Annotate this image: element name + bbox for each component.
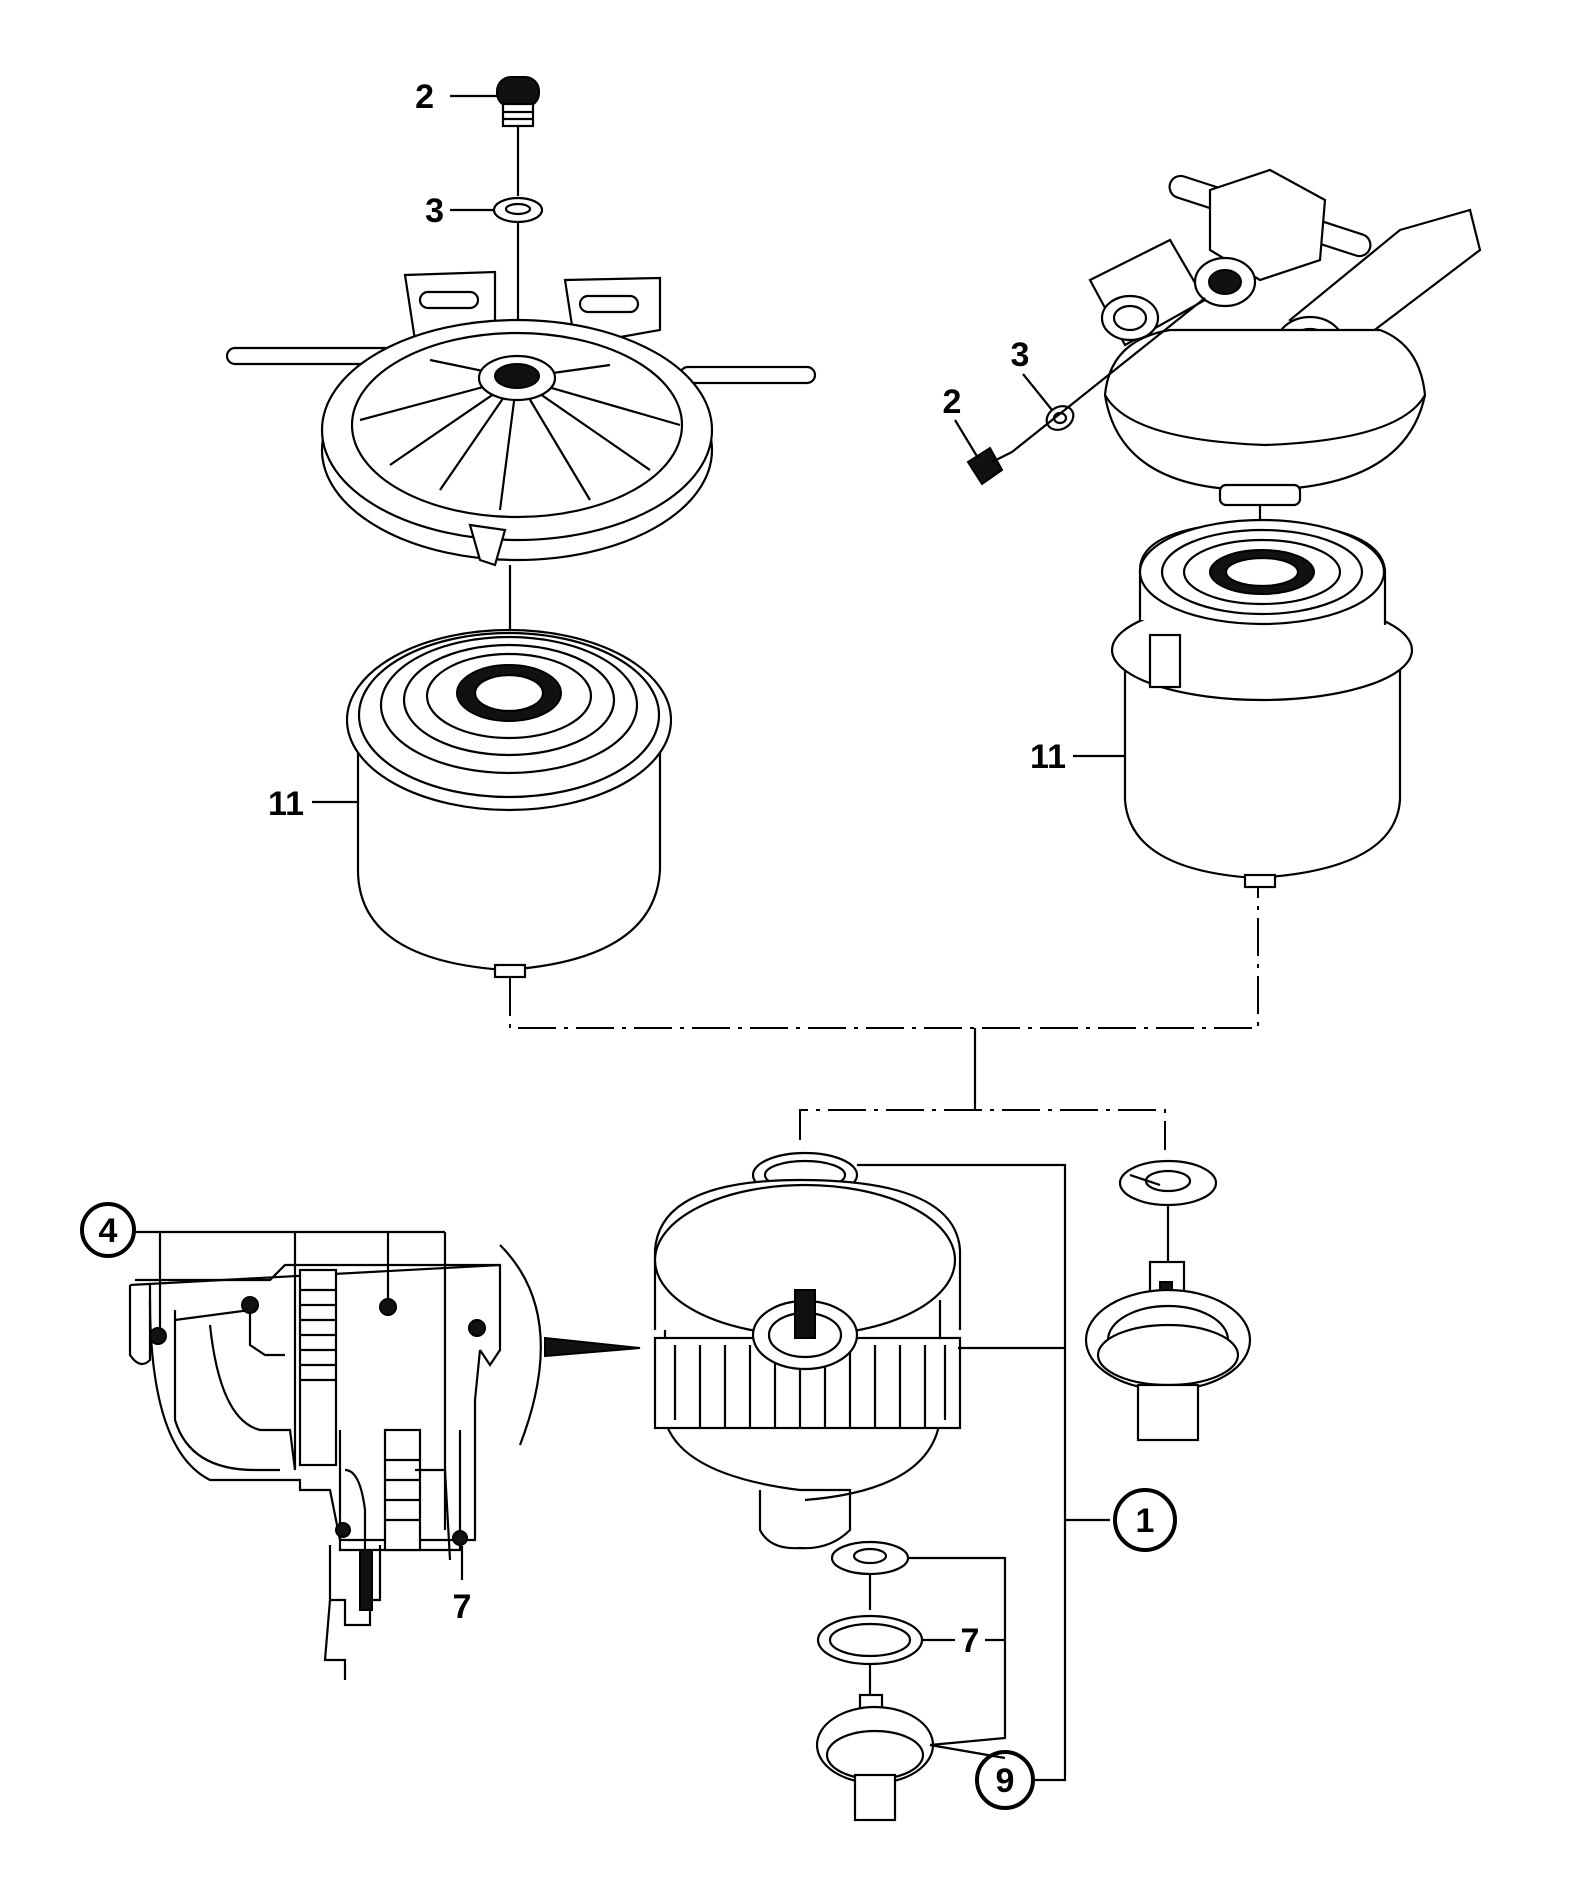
bowl-section-view <box>128 1263 502 1680</box>
callout-circle-1 <box>1113 1488 1177 1552</box>
callout-circle-9 <box>975 1750 1035 1810</box>
assembly-connector-lines <box>509 888 1259 1150</box>
callout-9: 9 <box>996 1762 1015 1800</box>
drain-washer-lower <box>830 1540 910 1576</box>
callout-3-right: 3 <box>1011 336 1030 374</box>
detail-arrow <box>544 1336 641 1358</box>
callout-11-right: 11 <box>1030 738 1066 776</box>
filter-cartridge-right <box>1110 518 1414 889</box>
filter-cartridge-left <box>345 628 673 979</box>
axis-line <box>1011 297 1206 453</box>
callout-7-bottom: 7 <box>961 1622 980 1660</box>
leader-lines <box>135 94 1125 1782</box>
bleed-screw-left <box>496 76 540 128</box>
callout-3-left: 3 <box>425 192 444 230</box>
callout-2-right: 2 <box>943 383 962 421</box>
filter-head-left <box>225 270 817 567</box>
sealing-washer-left <box>492 196 544 224</box>
callout-7-section: 7 <box>453 1588 472 1626</box>
detail-arc <box>499 1244 542 1446</box>
drain-plug-lower <box>815 1693 935 1822</box>
drain-plug-upper <box>1084 1260 1252 1442</box>
callout-11-left: 11 <box>268 785 304 823</box>
filter-head-right <box>1088 168 1482 507</box>
callout-circle-4 <box>80 1202 136 1258</box>
o-ring-lower <box>816 1614 924 1666</box>
callout-2-left: 2 <box>415 78 434 116</box>
sealing-washer-right <box>1045 405 1075 431</box>
water-separator-bowl <box>653 1178 962 1550</box>
drain-washer-upper <box>1118 1159 1218 1207</box>
callout-1: 1 <box>1136 1502 1155 1540</box>
callout-4: 4 <box>99 1212 118 1250</box>
